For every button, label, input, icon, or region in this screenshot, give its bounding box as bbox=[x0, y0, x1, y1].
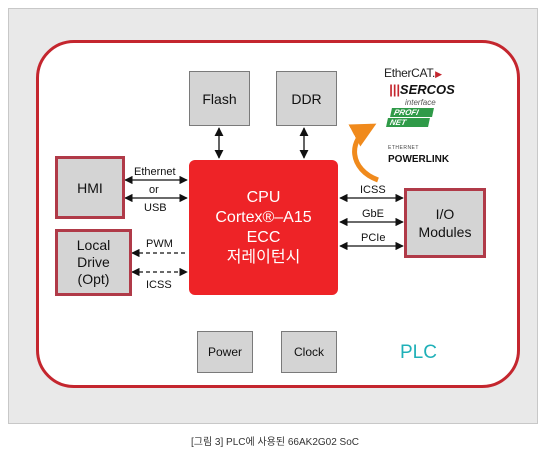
plc-label: PLC bbox=[400, 342, 437, 363]
cpu-block: CPU Cortex®–A15 ECC 저레이턴시 bbox=[189, 160, 338, 295]
pwm-label: PWM bbox=[146, 238, 173, 250]
cpu-line3: ECC bbox=[246, 228, 281, 246]
powerlink-text: POWERLINK bbox=[388, 154, 450, 165]
io-modules-block: I/O Modules bbox=[404, 188, 486, 258]
icss-left-label: ICSS bbox=[146, 279, 172, 291]
ethercat-arrow-icon: ▶ bbox=[435, 69, 442, 79]
sercos-text: SERCOS bbox=[399, 82, 455, 97]
powerlink-top-text: ETHERNET bbox=[388, 145, 419, 151]
cpu-line2: Cortex®–A15 bbox=[215, 208, 312, 226]
ddr-block: DDR bbox=[276, 71, 337, 126]
profinet-logo: PROFI NET bbox=[386, 108, 449, 127]
clock-block: Clock bbox=[281, 331, 337, 373]
protocol-arrow-icon bbox=[348, 123, 379, 183]
power-label: Power bbox=[207, 345, 242, 359]
hmi-block: HMI bbox=[55, 156, 125, 219]
local-drive-line1: Local bbox=[76, 237, 111, 253]
cpu-line1: CPU bbox=[246, 188, 281, 206]
powerlink-logo: ETHERNET POWERLINK bbox=[388, 140, 450, 165]
or-label: or bbox=[149, 184, 159, 196]
sercos-logo: |||SERCOS interface bbox=[389, 82, 455, 108]
figure-caption: [그림 3] PLC에 사용된 66AK2G02 SoC bbox=[190, 437, 360, 448]
local-drive-block: Local Drive (Opt) bbox=[55, 229, 132, 296]
ethercat-text: EtherCAT. bbox=[384, 66, 436, 80]
profinet-line1: PROFI bbox=[390, 108, 434, 117]
profinet-line2: NET bbox=[386, 118, 430, 127]
flash-block: Flash bbox=[189, 71, 250, 126]
icss-right-label: ICSS bbox=[360, 184, 386, 196]
flash-label: Flash bbox=[202, 90, 237, 107]
hmi-label: HMI bbox=[77, 179, 103, 196]
sercos-bars-icon: ||| bbox=[389, 82, 400, 97]
io-line2: Modules bbox=[418, 224, 472, 240]
gbe-label: GbE bbox=[362, 208, 385, 220]
local-drive-line3: (Opt) bbox=[77, 271, 110, 287]
io-line1: I/O bbox=[435, 206, 455, 222]
local-drive-line2: Drive bbox=[77, 254, 110, 270]
clock-label: Clock bbox=[293, 345, 324, 359]
power-block: Power bbox=[197, 331, 253, 373]
usb-label: USB bbox=[144, 202, 167, 214]
pcie-label: PCIe bbox=[361, 232, 386, 244]
ethercat-logo: EtherCAT.▶ bbox=[384, 66, 442, 80]
ethernet-label: Ethernet bbox=[134, 166, 176, 178]
ddr-label: DDR bbox=[291, 90, 322, 107]
cpu-line4: 저레이턴시 bbox=[226, 248, 301, 266]
sercos-sub-text: interface bbox=[405, 98, 436, 107]
